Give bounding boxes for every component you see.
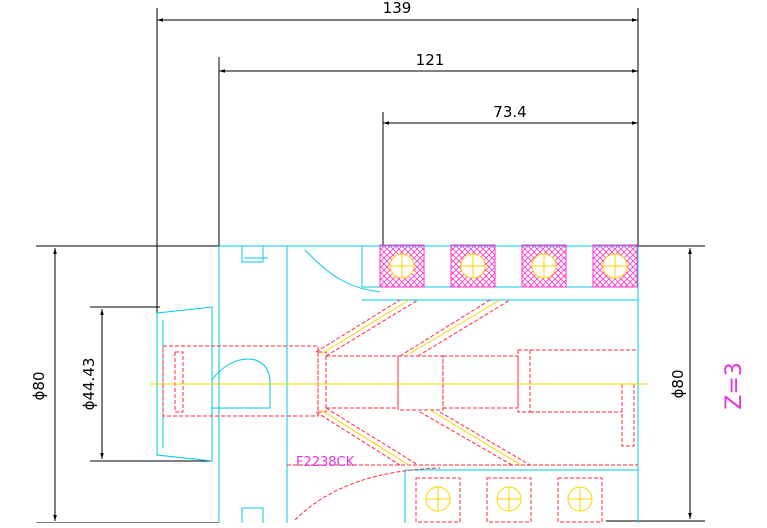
dimension-group-top bbox=[156, 8, 639, 325]
insert-bottom-1-cross bbox=[426, 487, 450, 511]
insert-bottom-3-body bbox=[557, 477, 603, 523]
channel-hidden-2 bbox=[397, 355, 444, 411]
shank-dome bbox=[211, 358, 271, 409]
dimension-label-73: 73.4 bbox=[493, 103, 526, 121]
part-number-label: F2238CK bbox=[296, 455, 355, 470]
hidden-lines bbox=[162, 299, 638, 521]
bore-step-hidden bbox=[174, 351, 184, 413]
insert-top-1-cross bbox=[390, 254, 414, 278]
end-pocket-hidden bbox=[621, 383, 635, 447]
insert-bottom-3 bbox=[557, 477, 603, 523]
bore-step-hidden-2 bbox=[317, 351, 327, 413]
body-top-right-edge bbox=[219, 245, 639, 523]
coolant-centerlines bbox=[320, 299, 522, 466]
insert-bottom-2-body bbox=[486, 477, 532, 523]
insert-top-1 bbox=[379, 244, 425, 288]
dimension-label-d44: ϕ44.43 bbox=[80, 358, 98, 411]
coolant-diag-2 bbox=[325, 299, 419, 357]
dimension-label-d80-right: ϕ80 bbox=[669, 370, 687, 399]
coolant-center-4 bbox=[429, 409, 522, 466]
chip-pocket-curve-top bbox=[304, 249, 381, 293]
insert-top-4 bbox=[592, 244, 638, 288]
insert-top-4-cross bbox=[603, 254, 627, 278]
keyway-top bbox=[241, 246, 264, 263]
channel-hidden-4 bbox=[517, 349, 531, 413]
insert-bottom-2-cross bbox=[497, 487, 521, 511]
coolant-diag-1 bbox=[315, 299, 401, 353]
insert-top-2 bbox=[450, 244, 496, 288]
dimension-label-121: 121 bbox=[416, 51, 445, 69]
insert-top-3-cross bbox=[532, 254, 556, 278]
insert-bottom-1 bbox=[415, 477, 461, 523]
coolant-diag-6 bbox=[325, 407, 419, 466]
coolant-center-3 bbox=[320, 409, 410, 466]
coolant-diag-5 bbox=[315, 411, 401, 466]
coolant-diag-3 bbox=[399, 299, 491, 357]
insert-top-3 bbox=[521, 244, 567, 288]
channel-hidden-3 bbox=[442, 355, 519, 409]
insert-row-bottom bbox=[415, 477, 603, 523]
coolant-diag-4 bbox=[417, 299, 511, 357]
coolant-center-2 bbox=[408, 299, 501, 355]
dimension-label-139: 139 bbox=[383, 0, 412, 17]
dimension-label-d80-left: ϕ80 bbox=[30, 372, 48, 401]
insert-bottom-3-cross bbox=[568, 487, 592, 511]
insert-bottom-1-body bbox=[415, 477, 461, 523]
channel-hidden bbox=[326, 355, 399, 409]
coolant-diag-8 bbox=[439, 411, 531, 466]
insert-top-2-cross bbox=[461, 254, 485, 278]
keyway-bottom bbox=[241, 507, 264, 523]
insert-bottom-2 bbox=[486, 477, 532, 523]
tooth-count-label: Z=3 bbox=[722, 362, 747, 410]
insert-row-top bbox=[379, 244, 638, 288]
chip-pocket-curve-bottom bbox=[294, 467, 441, 521]
bore-hidden bbox=[162, 345, 319, 417]
coolant-diag-7 bbox=[419, 411, 513, 466]
shank-profile bbox=[156, 306, 213, 462]
coolant-center-1 bbox=[320, 299, 410, 355]
